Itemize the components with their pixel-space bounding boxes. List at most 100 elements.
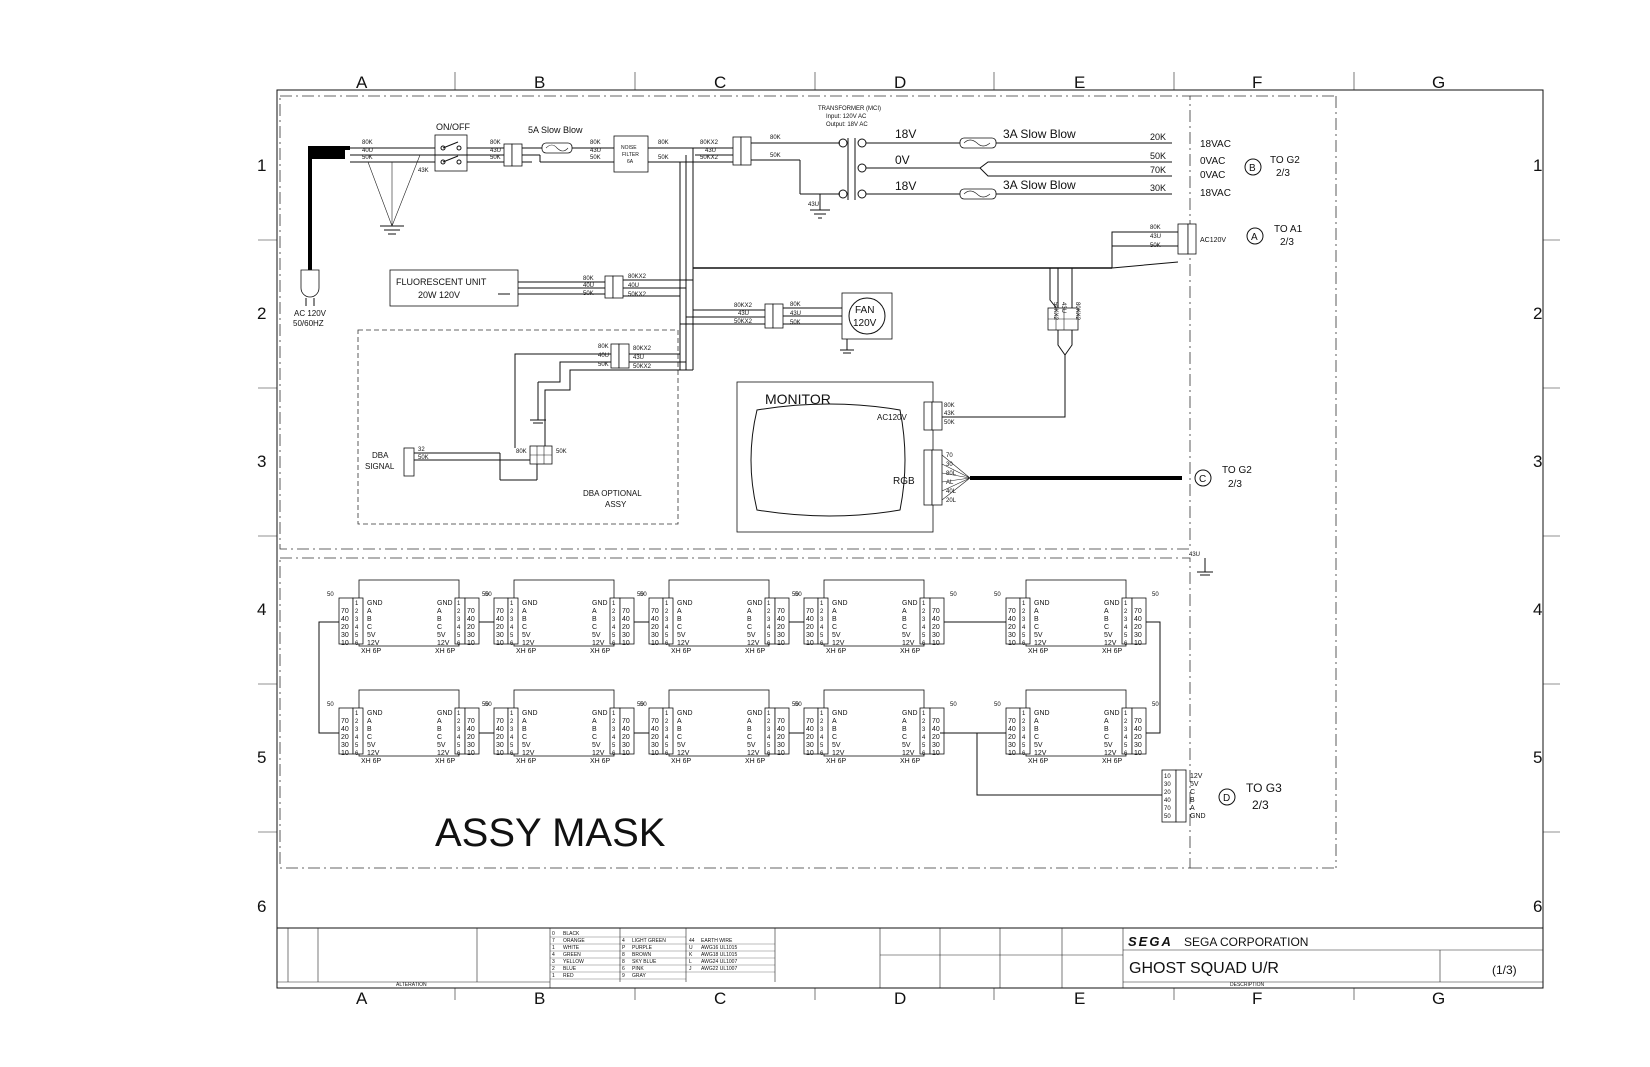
svg-text:50K: 50K xyxy=(362,155,373,161)
wire-label: 10 xyxy=(341,640,349,647)
pin-number: 2 xyxy=(665,719,669,725)
color-name: WHITE xyxy=(563,945,580,951)
color-name: PURPLE xyxy=(632,945,653,951)
svg-text:FLUORESCENT UNIT: FLUORESCENT UNIT xyxy=(396,277,487,287)
pin-label: A xyxy=(367,608,372,615)
pin-number: 4 xyxy=(1022,735,1026,741)
color-name: SKY BLUE xyxy=(632,959,657,965)
svg-text:80K: 80K xyxy=(590,140,601,146)
pin-number: 3 xyxy=(457,727,461,733)
pin-label: GND xyxy=(832,600,848,607)
svg-text:18V: 18V xyxy=(895,179,916,193)
wire-label: 30 xyxy=(777,632,785,639)
color-code: 7 xyxy=(552,938,555,944)
svg-text:FILTER: FILTER xyxy=(622,152,639,158)
wire-label: 10 xyxy=(651,750,659,757)
wire-label: 40 xyxy=(341,726,349,733)
color-code: 4 xyxy=(552,952,555,958)
pin-number: 1 xyxy=(767,711,771,717)
pin-number: 5 xyxy=(1022,633,1026,639)
led-board: 838-13145-02LED BD GUN SENSE HOD505011GN… xyxy=(327,579,492,655)
svg-text:AC120V: AC120V xyxy=(1200,237,1226,244)
wire-label: 30 xyxy=(806,742,814,749)
svg-text:80L: 80L xyxy=(946,471,957,477)
connector-label: XH 6P xyxy=(590,758,611,765)
pin-label: C xyxy=(832,734,837,741)
pin-number: 4 xyxy=(922,735,926,741)
wire-label: 40 xyxy=(341,616,349,623)
pin-number: 6 xyxy=(1022,751,1026,757)
pin-number: 3 xyxy=(1124,617,1128,623)
zone-row-right: 3 xyxy=(1533,452,1542,471)
svg-text:ASSY: ASSY xyxy=(605,500,627,509)
wire-label: 70 xyxy=(496,718,504,725)
svg-text:50K: 50K xyxy=(944,420,955,426)
pin-number: 5 xyxy=(510,743,514,749)
pin-label: A xyxy=(677,608,682,615)
zone-col-bottom: A xyxy=(356,989,368,1008)
pin-label: C xyxy=(1104,624,1109,631)
pin-number: 3 xyxy=(612,727,616,733)
connector-label: XH 6P xyxy=(745,758,766,765)
wire-label: 40 xyxy=(777,726,785,733)
to-g3-wire: 30 xyxy=(1164,782,1171,788)
wire-label: 50 xyxy=(994,592,1001,598)
pin-label: 5V xyxy=(747,632,756,639)
color-name: BLACK xyxy=(563,931,580,937)
plug-hz: 50/60HZ xyxy=(293,319,324,328)
svg-text:40L: 40L xyxy=(946,489,957,495)
pin-number: 2 xyxy=(612,719,616,725)
connector-label: XH 6P xyxy=(900,758,921,765)
zone-row-right: 2 xyxy=(1533,304,1542,323)
pin-number: 4 xyxy=(612,625,616,631)
wire-label: 50 xyxy=(327,592,334,598)
wire-label: 40 xyxy=(1008,616,1016,623)
pin-number: 1 xyxy=(922,711,926,717)
pin-number: 3 xyxy=(510,617,514,623)
wire-label: 40 xyxy=(777,616,785,623)
svg-text:70: 70 xyxy=(946,453,953,459)
svg-text:20W 120V: 20W 120V xyxy=(418,290,460,300)
zone-col-bottom: E xyxy=(1074,989,1085,1008)
pin-label: GND xyxy=(677,710,693,717)
svg-text:B: B xyxy=(1249,163,1256,174)
wire-label: 20 xyxy=(1008,624,1016,631)
pin-label: 12V xyxy=(592,640,605,647)
wire-label: 50 xyxy=(1152,592,1159,598)
wire-label: 20 xyxy=(777,624,785,631)
pin-label: A xyxy=(747,608,752,615)
wire-label: 20 xyxy=(341,624,349,631)
svg-text:80KX2: 80KX2 xyxy=(628,274,647,280)
svg-text:50K: 50K xyxy=(658,155,669,161)
svg-text:AL: AL xyxy=(946,480,954,486)
pin-number: 3 xyxy=(922,727,926,733)
pin-label: 5V xyxy=(747,742,756,749)
svg-text:50KX2: 50KX2 xyxy=(734,319,753,325)
pin-label: 12V xyxy=(832,640,845,647)
zone-col-bottom: G xyxy=(1432,989,1445,1008)
pin-label: C xyxy=(747,734,752,741)
to-g3-wire: 70 xyxy=(1164,806,1171,812)
pin-number: 5 xyxy=(820,743,824,749)
pin-label: 5V xyxy=(902,632,911,639)
color-code: 1 xyxy=(552,973,555,979)
wire-label: 70 xyxy=(622,608,630,615)
pin-number: 1 xyxy=(665,711,669,717)
zone-col-top: E xyxy=(1074,73,1085,92)
wire-label: 50 xyxy=(482,702,489,708)
wire-label: 50 xyxy=(795,592,802,598)
wire-label: 70 xyxy=(341,608,349,615)
wire-label: 10 xyxy=(1134,750,1142,757)
svg-text:RGB: RGB xyxy=(893,476,915,487)
wire-label: 50 xyxy=(994,702,1001,708)
wire-label: 70 xyxy=(622,718,630,725)
wire-label: 50 xyxy=(792,702,799,708)
svg-text:TO G3: TO G3 xyxy=(1246,781,1282,795)
pin-label: 12V xyxy=(902,750,915,757)
pin-number: 4 xyxy=(355,625,359,631)
pin-number: 6 xyxy=(457,751,461,757)
pin-label: C xyxy=(522,624,527,631)
color-code: 1 xyxy=(552,945,555,951)
connector-label: XH 6P xyxy=(435,648,456,655)
pin-label: B xyxy=(437,726,442,733)
